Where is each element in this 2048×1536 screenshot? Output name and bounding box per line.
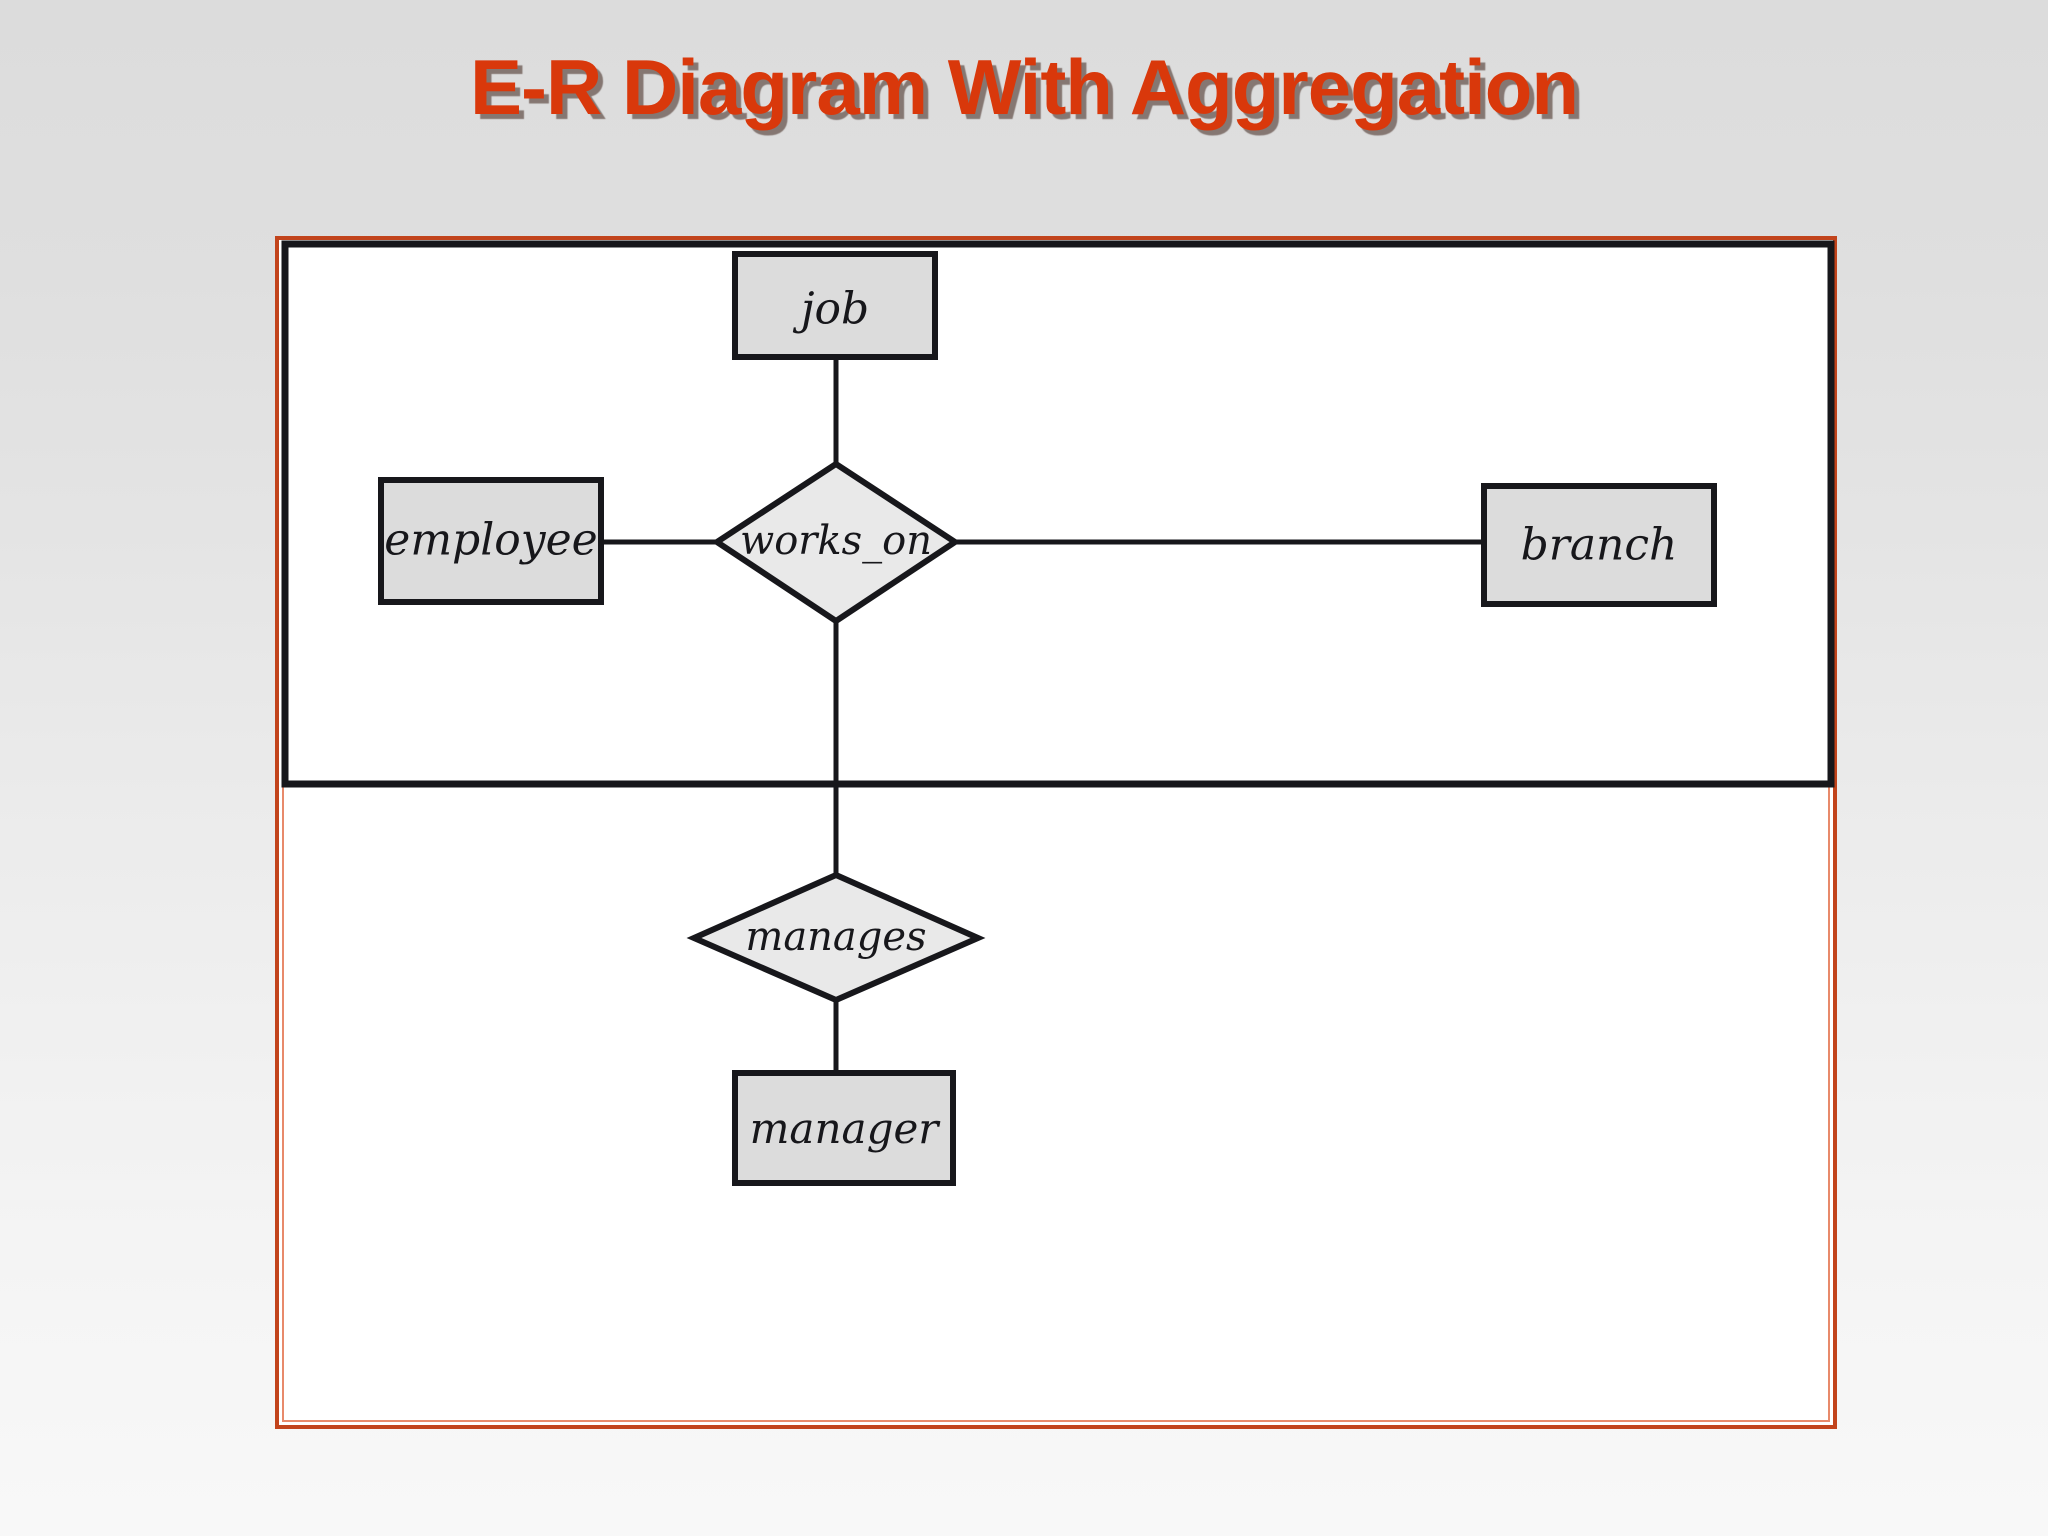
entity-manager-box (732, 1070, 956, 1186)
entity-job-label: job (792, 284, 869, 335)
relationship-works_on-diamond (711, 460, 961, 625)
entity-branch-box (1481, 483, 1717, 607)
relationship-manages-diamond (686, 871, 986, 1004)
relationship-manages[interactable]: manages (686, 871, 986, 1004)
aggregation-box (281, 240, 1835, 788)
entity-branch-label: branch (1521, 520, 1678, 571)
entity-employee-label: employee (384, 515, 597, 566)
entity-job[interactable]: job (732, 251, 938, 360)
relationship-works_on-label: works_on (740, 518, 932, 564)
figure-frame: job employee branch works_on manages (275, 236, 1837, 1429)
relationship-works_on[interactable]: works_on (711, 460, 961, 625)
entity-employee-box (378, 477, 604, 605)
entity-manager-label: manager (750, 1104, 942, 1153)
relationship-manages-label: manages (745, 914, 926, 960)
page-title: E-R Diagram With Aggregation (469, 43, 1579, 131)
entity-manager[interactable]: manager (732, 1070, 956, 1186)
er-diagram-canvas: job employee branch works_on manages (279, 240, 1841, 1433)
entity-branch[interactable]: branch (1481, 483, 1717, 607)
entity-employee[interactable]: employee (378, 477, 604, 605)
entity-job-box (732, 251, 938, 360)
